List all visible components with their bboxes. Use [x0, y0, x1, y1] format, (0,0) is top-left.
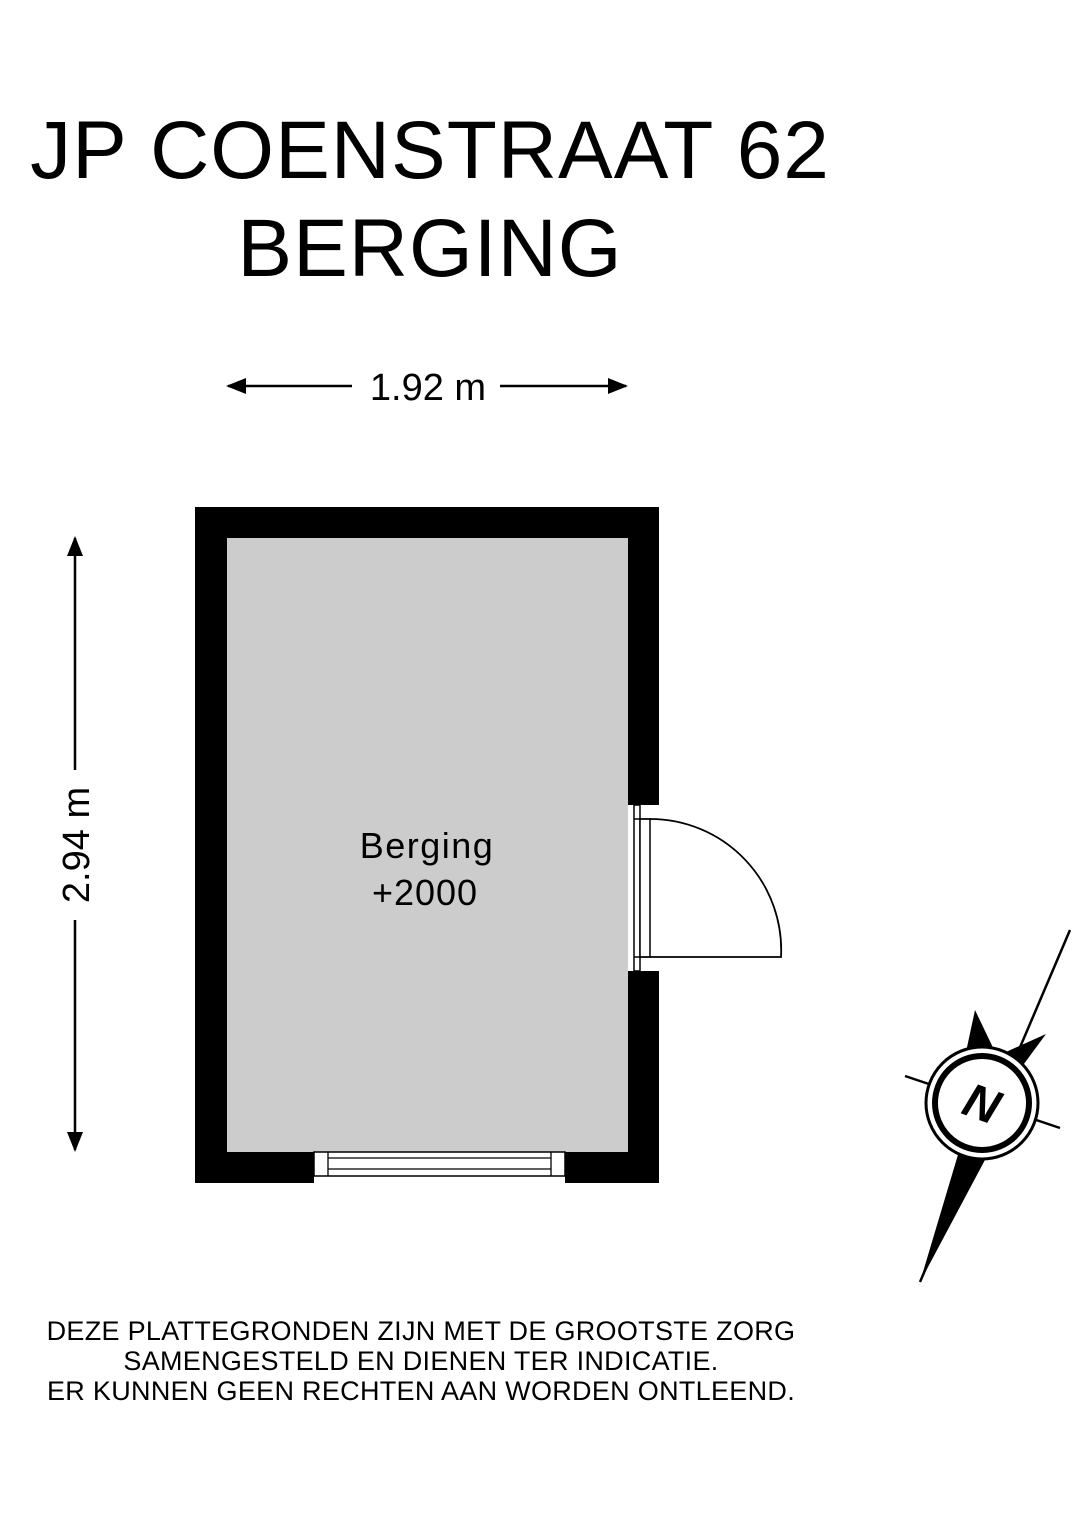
window: [313, 1151, 566, 1177]
north-arrow-icon: N: [904, 929, 1072, 1283]
height-label: 2.94 m: [56, 787, 98, 903]
disclaimer-line: ER KUNNEN GEEN RECHTEN AAN WORDEN ONTLEE…: [47, 1376, 795, 1406]
plan-subtitle: BERGING: [237, 203, 623, 294]
room-level-label: +2000: [372, 872, 478, 913]
disclaimer-line: DEZE PLATTEGRONDEN ZIJN MET DE GROOTSTE …: [46, 1316, 796, 1346]
address-title: JP COENSTRAAT 62: [30, 105, 830, 196]
width-dimension: 1.92 m: [226, 367, 628, 409]
disclaimer: DEZE PLATTEGRONDEN ZIJN MET DE GROOTSTE …: [0, 1316, 842, 1406]
height-dimension: 2.94 m: [56, 536, 98, 1152]
room-floor: [227, 538, 628, 1152]
room-berging: Berging +2000: [195, 507, 783, 1183]
door-swing-arc: [649, 818, 783, 958]
room-name-label: Berging: [360, 825, 495, 866]
door: [633, 804, 783, 972]
width-label: 1.92 m: [370, 367, 486, 409]
disclaimer-line: SAMENGESTELD EN DIENEN TER INDICATIE.: [123, 1346, 719, 1376]
